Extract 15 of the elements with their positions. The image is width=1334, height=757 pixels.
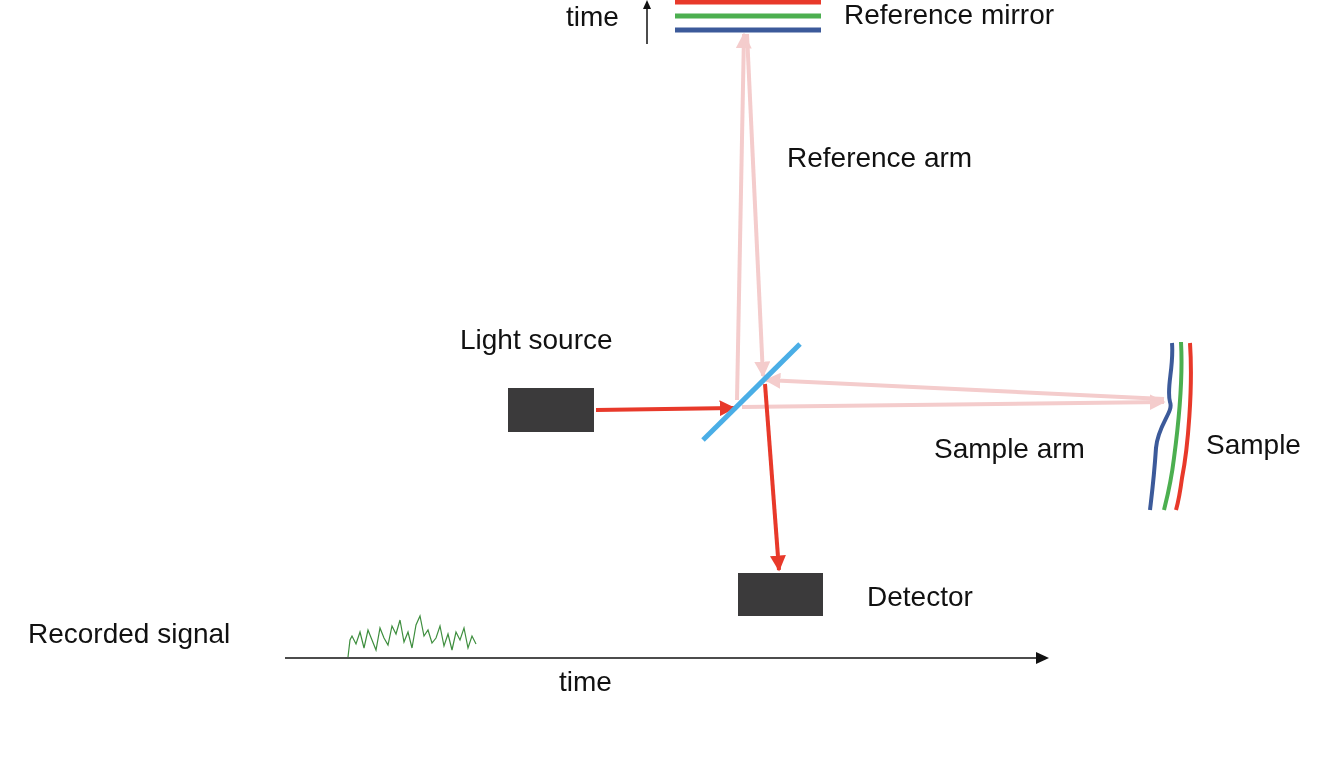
light-beam-arrow — [763, 383, 786, 572]
light-beam-arrow — [595, 400, 736, 417]
component-label: Light source — [460, 325, 613, 356]
axis-label: time — [566, 2, 619, 33]
text-label: Sample arm — [934, 434, 1085, 465]
light-beam-arrow — [741, 394, 1166, 411]
text-label: Reference arm — [787, 143, 973, 174]
component-label: Reference mirror — [844, 0, 1055, 31]
axis-label: time — [559, 667, 612, 698]
light-beam-arrow — [735, 32, 752, 401]
component-label: Sample — [1206, 430, 1301, 461]
component-label: Detector — [867, 582, 973, 613]
light-beam-arrow — [764, 372, 1165, 401]
text-label: Recorded signal — [28, 619, 231, 650]
light-beam-arrow — [745, 33, 771, 378]
